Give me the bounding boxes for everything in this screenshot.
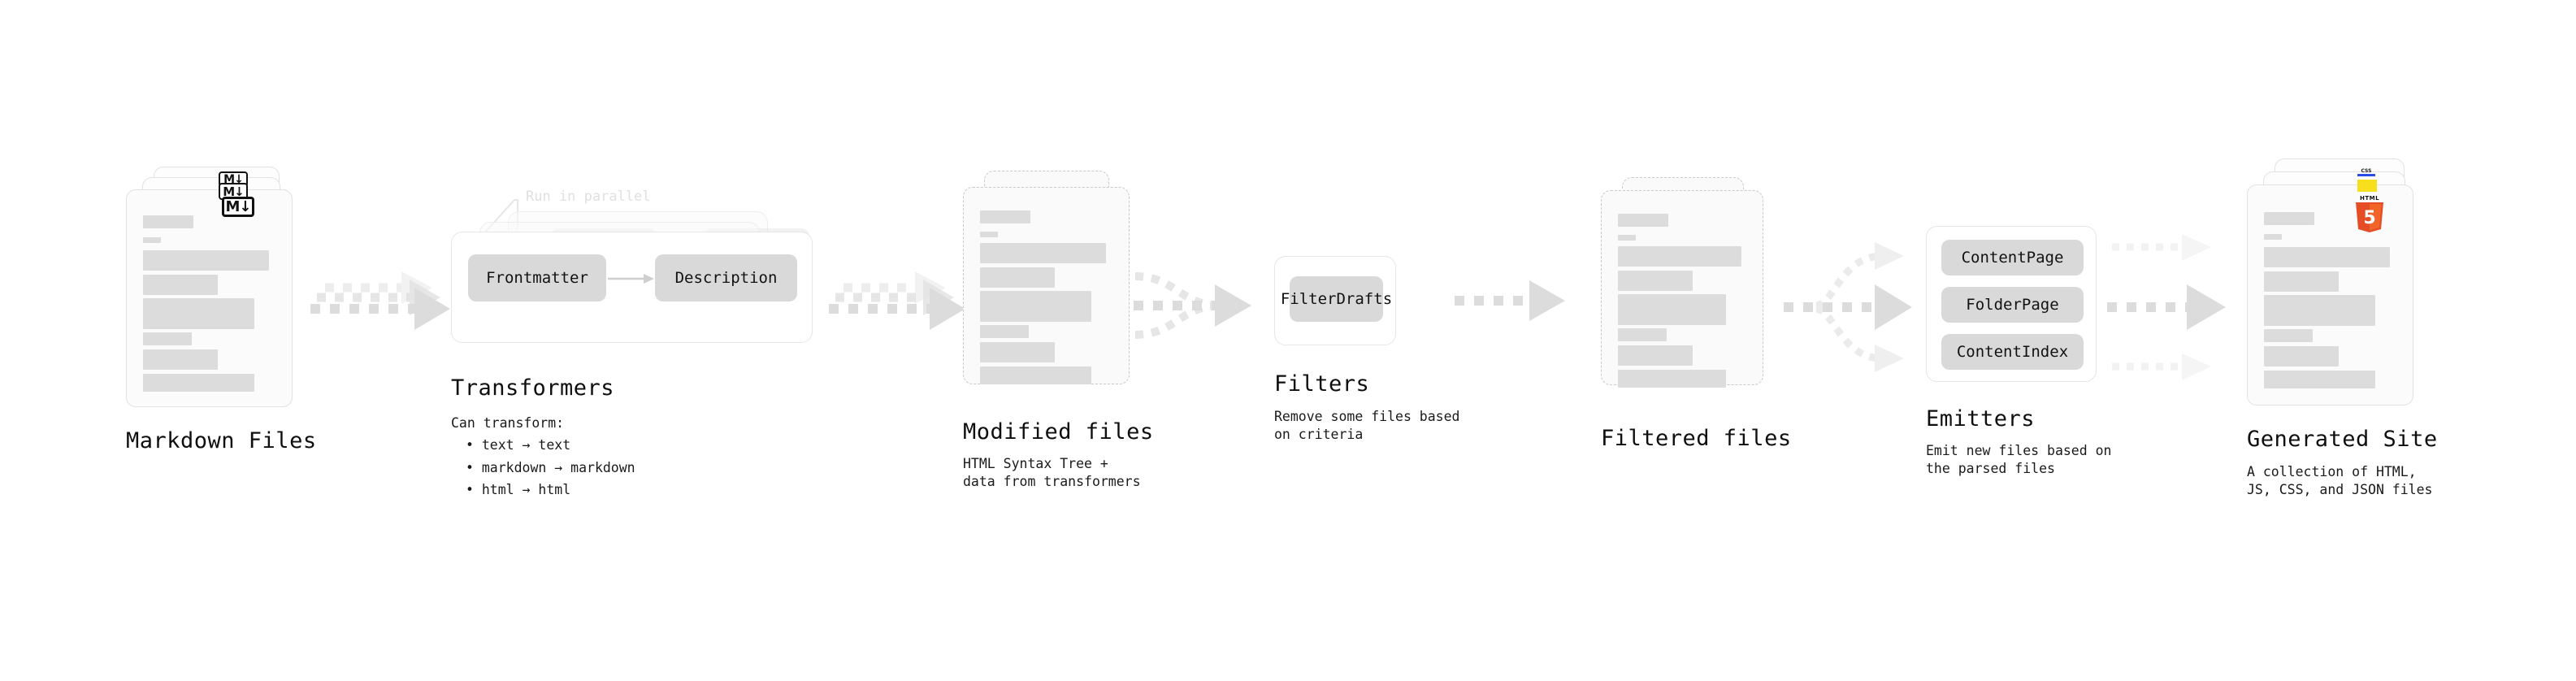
- markdown-icon-back-1: M↓: [219, 183, 248, 200]
- arrow-triple-parallel: [2107, 234, 2226, 380]
- javascript-icon: [2357, 180, 2377, 192]
- markdown-files-title: Markdown Files: [126, 428, 317, 453]
- filters-title: Filters: [1274, 371, 1370, 397]
- filtered-files-card-stack: [1601, 177, 1776, 421]
- filtered-files-title: Filtered files: [1601, 426, 1792, 451]
- arrow-dashed: [1455, 280, 1565, 321]
- filters-subtitle: Remove some files based on criteria: [1274, 409, 1460, 443]
- markdown-files-card-stack: M↓ M↓ M↓: [126, 167, 301, 410]
- arrow-dashed-triple: [829, 271, 965, 330]
- html5-icon: HTML 5: [2356, 195, 2383, 232]
- arrow-fan-in: [1134, 272, 1251, 339]
- transformers-group: Run in parallel Frontmatter Description: [451, 189, 833, 366]
- arrow-fan-out: [1784, 242, 1912, 372]
- connector-filtered-to-emitters: [1784, 236, 1926, 382]
- filtered-card-content: [1602, 191, 1763, 388]
- modified-files-title: Modified files: [963, 419, 1154, 445]
- site-card-front-html: [2247, 184, 2413, 406]
- svg-text:5: 5: [2363, 208, 2375, 228]
- transformers-title: Transformers: [451, 375, 615, 401]
- svg-text:HTML: HTML: [2360, 195, 2379, 202]
- site-card-content: [2248, 185, 2413, 405]
- transformers-bullet-2: • html → html: [466, 482, 571, 497]
- filter-pill-filterdrafts[interactable]: FilterDrafts: [1281, 276, 1392, 322]
- generated-site-card-stack: CSS HTML 5: [2247, 158, 2422, 410]
- svg-text:CSS: CSS: [2361, 168, 2372, 174]
- transformer-arrow-icon: [608, 274, 654, 284]
- emitter-pill-contentindex[interactable]: ContentIndex: [1941, 334, 2084, 370]
- emitter-pill-contentpage[interactable]: ContentPage: [1941, 240, 2084, 275]
- markdown-icon: M↓: [222, 197, 254, 217]
- modified-files-card-stack: [963, 171, 1138, 414]
- transformers-subtitle: Can transform:: [451, 415, 565, 431]
- emitter-pill-folderpage[interactable]: FolderPage: [1941, 287, 2084, 323]
- generated-site-subtitle: A collection of HTML, JS, CSS, and JSON …: [2247, 464, 2433, 498]
- connector-markdown-to-transformers: [310, 268, 461, 341]
- modified-files-subtitle: HTML Syntax Tree + data from transformer…: [963, 456, 1141, 490]
- modified-card-content: [964, 188, 1129, 384]
- transformer-pill-description[interactable]: Description: [655, 254, 797, 301]
- filtered-card-front: [1601, 190, 1763, 388]
- filters-panel: FilterDrafts: [1274, 256, 1396, 345]
- connector-modified-to-filters: [1134, 260, 1264, 349]
- generated-site-title: Generated Site: [2247, 427, 2438, 452]
- emitters-title: Emitters: [1926, 406, 2036, 432]
- arrow-dashed-triple: [310, 271, 450, 330]
- transformers-bullet-1: • markdown → markdown: [466, 460, 635, 475]
- transformer-panel-front: Frontmatter Description: [451, 232, 813, 343]
- run-in-parallel-label: Run in parallel: [526, 189, 651, 205]
- markdown-card-front: [126, 189, 293, 407]
- markdown-card-content: [127, 190, 292, 406]
- connector-transformers-to-modified: [829, 268, 975, 343]
- emitters-panel: ContentPage FolderPage ContentIndex: [1926, 226, 2097, 382]
- css3-icon: CSS: [2357, 168, 2375, 176]
- transformers-bullet-0: • text → text: [466, 437, 571, 453]
- connector-filters-to-filtered: [1455, 280, 1576, 322]
- connector-emitters-to-site: [2107, 234, 2253, 382]
- transformer-pill-frontmatter[interactable]: Frontmatter: [468, 254, 606, 301]
- modified-card-front: [963, 187, 1130, 384]
- emitters-subtitle: Emit new files based on the parsed files: [1926, 443, 2112, 477]
